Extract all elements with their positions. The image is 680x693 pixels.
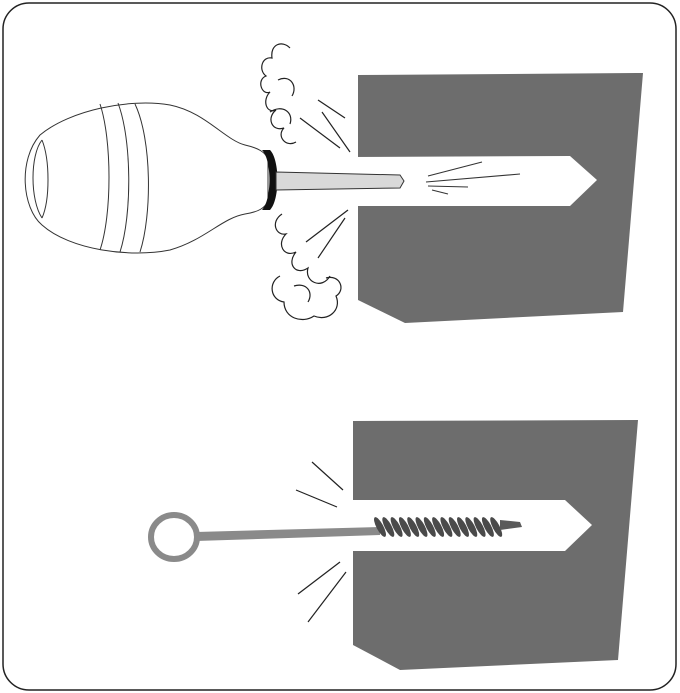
bristle-wrap <box>423 517 436 537</box>
bristle-wrap <box>465 517 478 537</box>
dust-lines-inside <box>425 161 521 195</box>
brush-tip <box>500 520 522 530</box>
brush-bristles <box>374 517 503 537</box>
blower-bulb-icon <box>24 102 269 254</box>
bristle-wrap <box>374 517 386 537</box>
bristle-wrap <box>382 517 395 537</box>
bristle-wrap <box>432 517 445 537</box>
bottom-panel-brush-out <box>148 420 638 670</box>
drill-hole-top <box>350 156 597 206</box>
bulb-ribs <box>99 102 149 253</box>
bristle-wrap <box>457 517 469 537</box>
motion-lines-bottom <box>295 461 347 623</box>
blower-nozzle <box>275 171 405 191</box>
dust-cloud-lower <box>271 213 342 321</box>
bristle-wrap <box>440 517 453 537</box>
bristle-wrap <box>415 517 428 537</box>
dust-cloud-upper <box>260 43 297 145</box>
bristle-wrap <box>407 517 420 537</box>
bristle-wrap <box>398 517 411 537</box>
brush-shaft <box>196 527 380 541</box>
bulb-rear-opening <box>32 139 49 219</box>
bristle-wrap <box>473 517 486 537</box>
bristle-wrap <box>390 517 403 537</box>
bristle-wrap <box>490 517 503 537</box>
bulb-collar <box>262 150 278 210</box>
top-panel-blow-out <box>24 43 643 323</box>
blast-lines-top <box>299 99 351 259</box>
bristle-wrap <box>448 517 461 537</box>
bristle-wrap <box>481 517 494 537</box>
